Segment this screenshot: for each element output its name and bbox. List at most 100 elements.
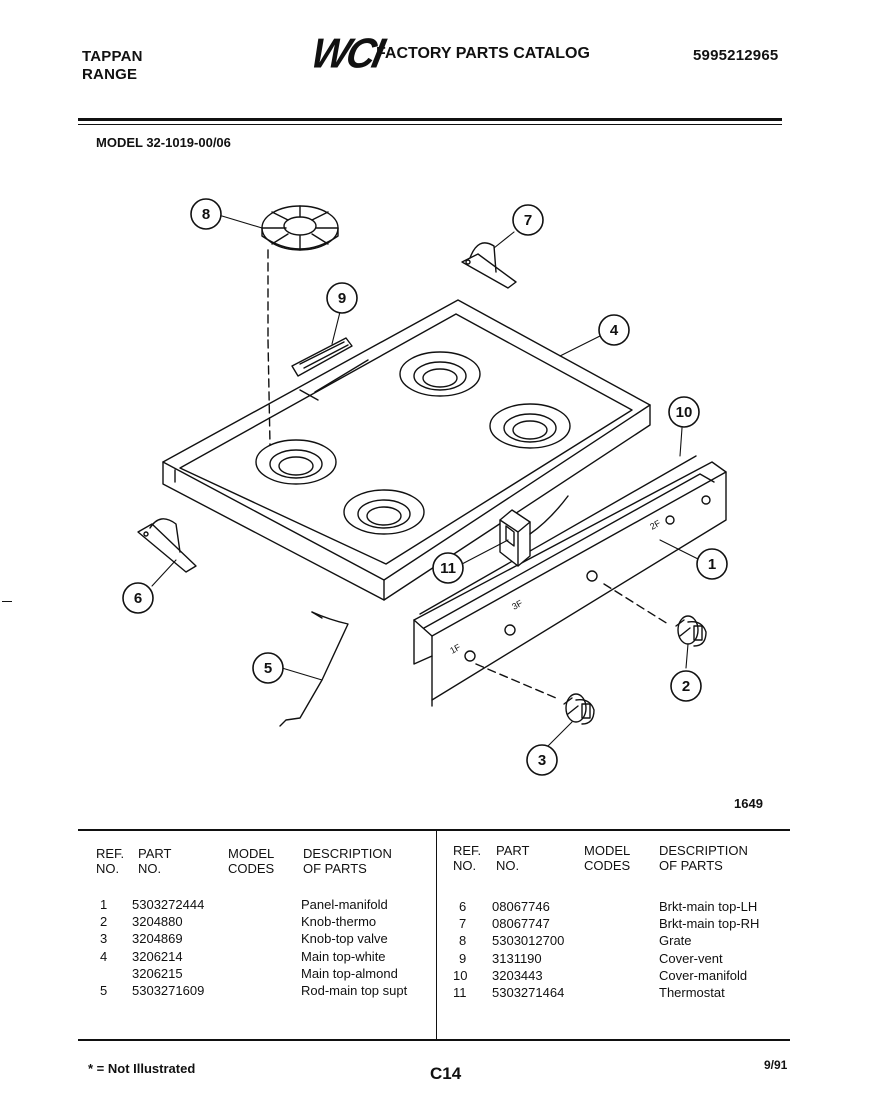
callout-9-label: 9 <box>338 290 346 307</box>
callout-8-label: 8 <box>202 206 210 223</box>
callout-11-label: 11 <box>440 560 456 577</box>
header-ref-left: REF.NO. <box>96 846 125 876</box>
table-row-desc: Main top-almond <box>301 965 398 981</box>
rod-drawing <box>279 611 349 727</box>
table-row-part: 5303272444 <box>132 897 205 912</box>
callout-2 <box>670 670 702 702</box>
right-ref-column: 6 7 8 9 10 11 <box>453 898 467 1001</box>
callout-2-label: 2 <box>682 678 690 695</box>
table-row-part: 3204869 <box>132 931 183 947</box>
callout-8 <box>190 198 222 230</box>
table-row-ref: 9 <box>459 950 467 966</box>
callout-6 <box>122 582 154 614</box>
callout-5 <box>252 652 284 684</box>
exploded-parts-diagram: 8 7 9 4 10 1 11 6 5 2 3 3F 2F 1F 1649 <box>122 198 763 811</box>
table-row-part: 08067747 <box>492 916 550 932</box>
callout-3-label: 3 <box>538 752 546 769</box>
table-row-desc: Brkt-main top-RH <box>659 916 760 932</box>
part-label-2f: 2F <box>648 518 662 532</box>
not-illustrated-note: * = Not Illustrated <box>88 1061 196 1076</box>
callout-10-label: 10 <box>676 404 693 421</box>
callout-7-label: 7 <box>524 212 532 229</box>
table-row-ref: 4 <box>100 948 108 964</box>
callout-4 <box>598 314 630 346</box>
callout-10 <box>668 396 700 428</box>
table-row-ref: 7 <box>459 916 467 932</box>
thermostat-drawing <box>499 495 569 567</box>
table-row-ref: 11 <box>453 984 467 1000</box>
table-row-part: 5303012700 <box>492 933 565 949</box>
callout-4-label: 4 <box>610 322 619 339</box>
table-row-ref: 5 <box>100 982 108 998</box>
table-row-part: 3204880 <box>132 914 183 930</box>
cover-vent-drawing <box>291 337 353 377</box>
right-desc-column: Brkt-main top-LH Brkt-main top-RH Grate … <box>659 898 759 1001</box>
table-row-desc: Thermostat <box>659 984 725 1000</box>
header-rule-thin <box>78 124 782 125</box>
table-row-ref: 3 <box>100 931 108 947</box>
margin-tick <box>2 601 12 602</box>
table-row-desc: Brkt-main top-LH <box>659 899 758 914</box>
table-row-part: 5303271464 <box>492 984 565 1000</box>
revision-date: 9/91 <box>764 1058 788 1072</box>
table-row-part: 3206214 <box>132 948 183 964</box>
part-label-3f: 3F <box>510 598 524 612</box>
bracket-rh-drawing <box>461 242 517 289</box>
table-row-desc: Cover-manifold <box>659 967 748 983</box>
brand-line-2: RANGE <box>82 66 138 83</box>
left-ref-column: 1 2 3 4 5 <box>100 896 107 999</box>
table-row-ref <box>100 965 107 982</box>
table-row-part: 5303271609 <box>132 982 205 998</box>
table-row-ref: 1 <box>100 897 108 912</box>
callout-7 <box>512 204 544 236</box>
header-rule-thick <box>78 118 782 121</box>
table-row-part: 3206215 <box>132 965 183 981</box>
page-number: C14 <box>430 1064 462 1083</box>
brand-line-1: TAPPAN <box>82 48 143 65</box>
figure-number: 1649 <box>734 796 763 811</box>
table-row-desc: Cover-vent <box>659 950 723 966</box>
catalog-title: FACTORY PARTS CATALOG <box>376 45 590 62</box>
table-row-part: 3203443 <box>492 967 543 983</box>
table-row-desc: Rod-main top supt <box>301 982 408 998</box>
table-bottom-rule <box>78 1039 790 1041</box>
callout-1-label: 1 <box>708 556 716 573</box>
table-row-desc: Panel-manifold <box>301 897 388 912</box>
callout-5-label: 5 <box>264 660 272 677</box>
table-top-rule <box>78 829 790 831</box>
callout-1 <box>696 548 728 580</box>
table-row-desc: Knob-top valve <box>301 931 388 947</box>
table-row-desc: Grate <box>659 933 692 949</box>
callout-6-label: 6 <box>134 590 142 607</box>
left-part-column: 5303272444 3204880 3204869 3206214 32062… <box>132 896 204 999</box>
table-row-part: 3131190 <box>492 950 542 966</box>
header-ref-right: REF.NO. <box>453 843 482 873</box>
catalog-number: 5995212965 <box>693 47 779 64</box>
callout-9 <box>326 282 358 314</box>
table-row-ref: 6 <box>459 899 467 914</box>
table-row-desc: Knob-thermo <box>301 914 377 930</box>
table-row-ref: 10 <box>453 967 468 983</box>
table-row-ref: 8 <box>459 933 467 949</box>
knob-top-valve-drawing <box>563 693 595 725</box>
callout-11 <box>432 552 464 584</box>
manifold-panel-drawing <box>413 455 727 707</box>
callout-leaders <box>151 215 701 749</box>
knob-thermo-drawing <box>675 615 707 647</box>
table-row-desc: Main top-white <box>301 948 386 964</box>
left-desc-column: Panel-manifold Knob-thermo Knob-top valv… <box>301 896 407 999</box>
table-row-ref: 2 <box>100 914 108 930</box>
bracket-lh-drawing <box>137 518 197 573</box>
table-center-divider <box>436 831 437 1041</box>
callout-3 <box>526 744 558 776</box>
model-number: MODEL 32-1019-00/06 <box>96 135 231 150</box>
right-part-column: 08067746 08067747 5303012700 3131190 320… <box>492 898 564 1001</box>
main-top-drawing <box>162 299 651 601</box>
part-label-1f: 1F <box>448 642 462 656</box>
